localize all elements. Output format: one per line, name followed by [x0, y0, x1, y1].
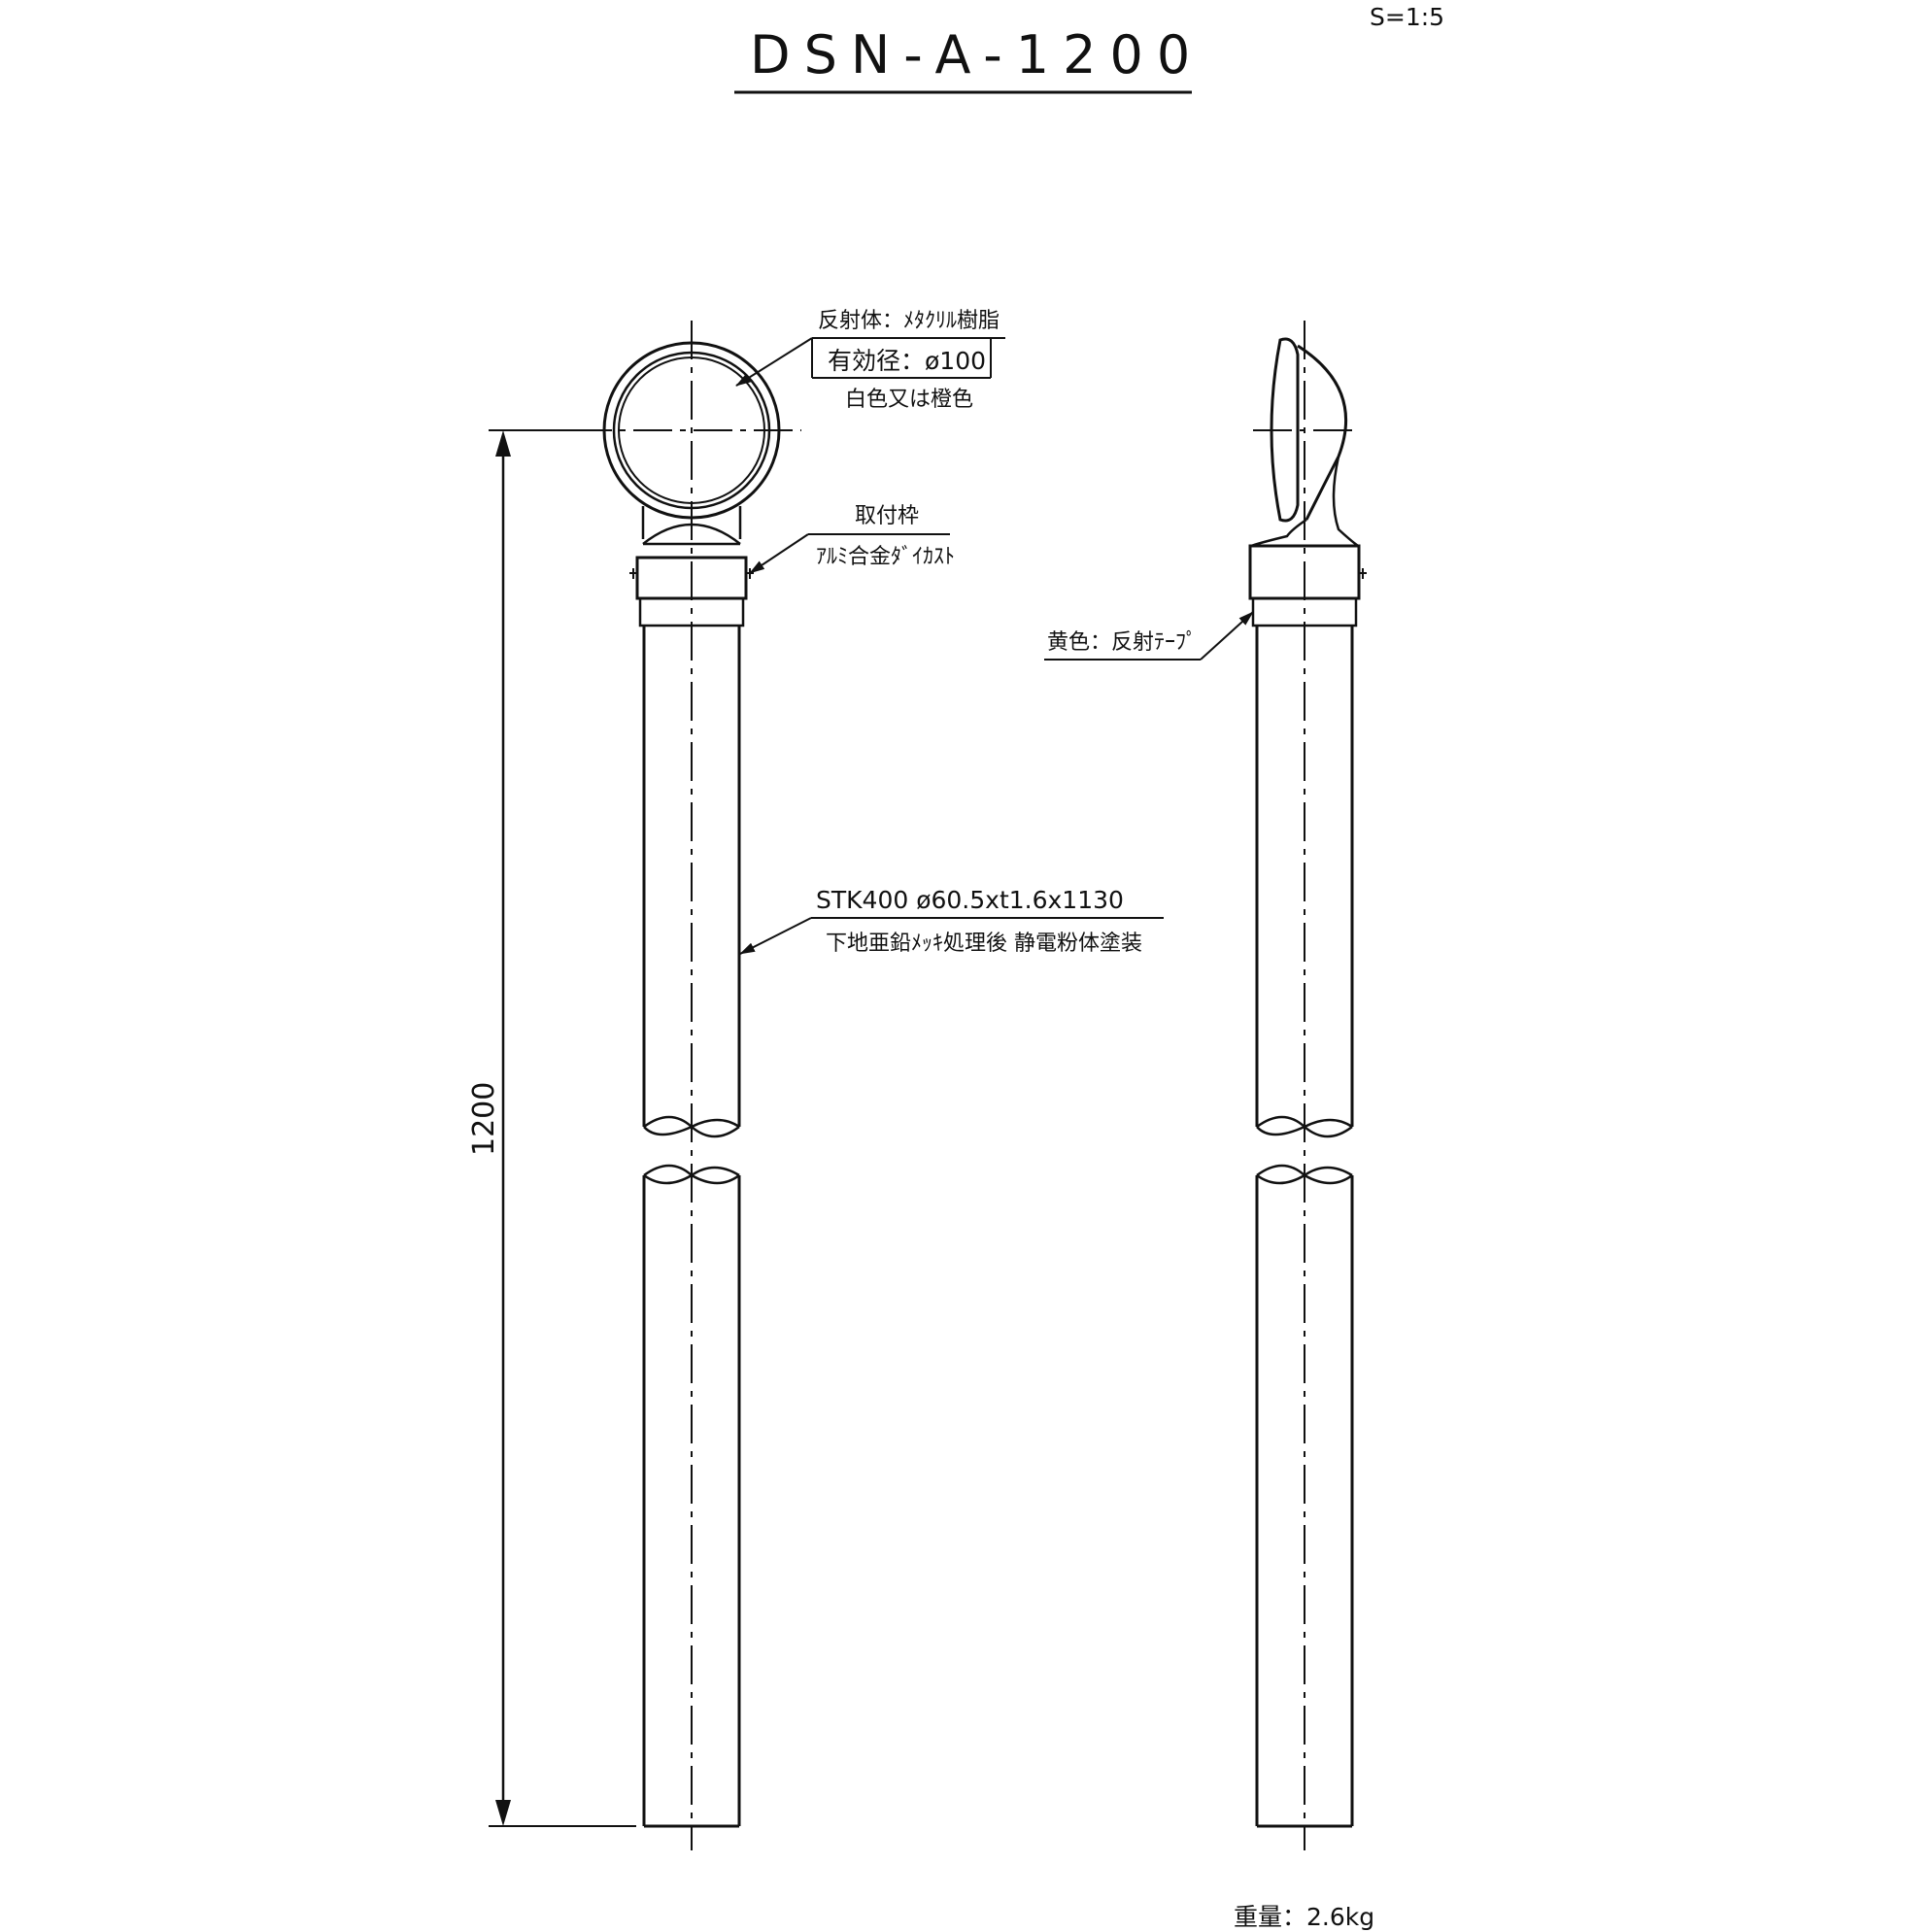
reflector-leader — [735, 337, 1005, 387]
scale-label: S=1:5 — [1370, 3, 1444, 31]
pipe-upper-break — [643, 1115, 740, 1138]
side-pipe-lower — [1255, 1175, 1354, 1828]
side-view — [1248, 321, 1367, 1850]
pipe-finish-note: 下地亜鉛ﾒｯｷ処理後 静電粉体塗装 — [826, 932, 1142, 956]
mount-neck — [641, 506, 742, 539]
pipe-lower — [642, 1175, 741, 1828]
mount-lower-band — [638, 596, 745, 627]
side-pipe-upper-break — [1256, 1115, 1353, 1138]
height-dimension-value: 1200 — [467, 1082, 501, 1156]
side-reflector-shell — [1297, 344, 1348, 521]
mount-dome — [642, 523, 741, 545]
drawing-title: DSN-A-1200 — [750, 24, 1203, 85]
weight-note: 重量：2.6kg — [1234, 1903, 1374, 1931]
side-pipe-upper — [1255, 626, 1354, 1127]
pipe-spec-note: STK400 ø60.5xt1.6x1130 — [816, 886, 1124, 914]
reflector-material-note: 反射体：ﾒﾀｸﾘﾙ樹脂 — [818, 309, 1000, 333]
reflector-color-note: 白色又は橙色 — [845, 388, 973, 412]
tape-note: 黄色：反射ﾃｰﾌﾟ — [1047, 630, 1197, 655]
reflector-diameter-note: 有効径：ø100 — [828, 347, 986, 375]
mount-leader — [749, 533, 950, 574]
pipe-leader — [739, 917, 1164, 955]
front-view — [573, 321, 801, 1850]
side-reflector-face — [1270, 337, 1300, 523]
height-dimension — [489, 429, 636, 1827]
side-mount-arm — [1250, 456, 1359, 548]
pipe-upper — [642, 626, 741, 1127]
side-pipe-lower-break — [1256, 1164, 1353, 1185]
mount-name-note: 取付枠 — [855, 504, 919, 528]
mount-material-note: ｱﾙﾐ合金ﾀﾞｲｶｽﾄ — [816, 545, 955, 569]
pipe-lower-break — [643, 1164, 740, 1185]
tape-leader — [1044, 611, 1254, 661]
